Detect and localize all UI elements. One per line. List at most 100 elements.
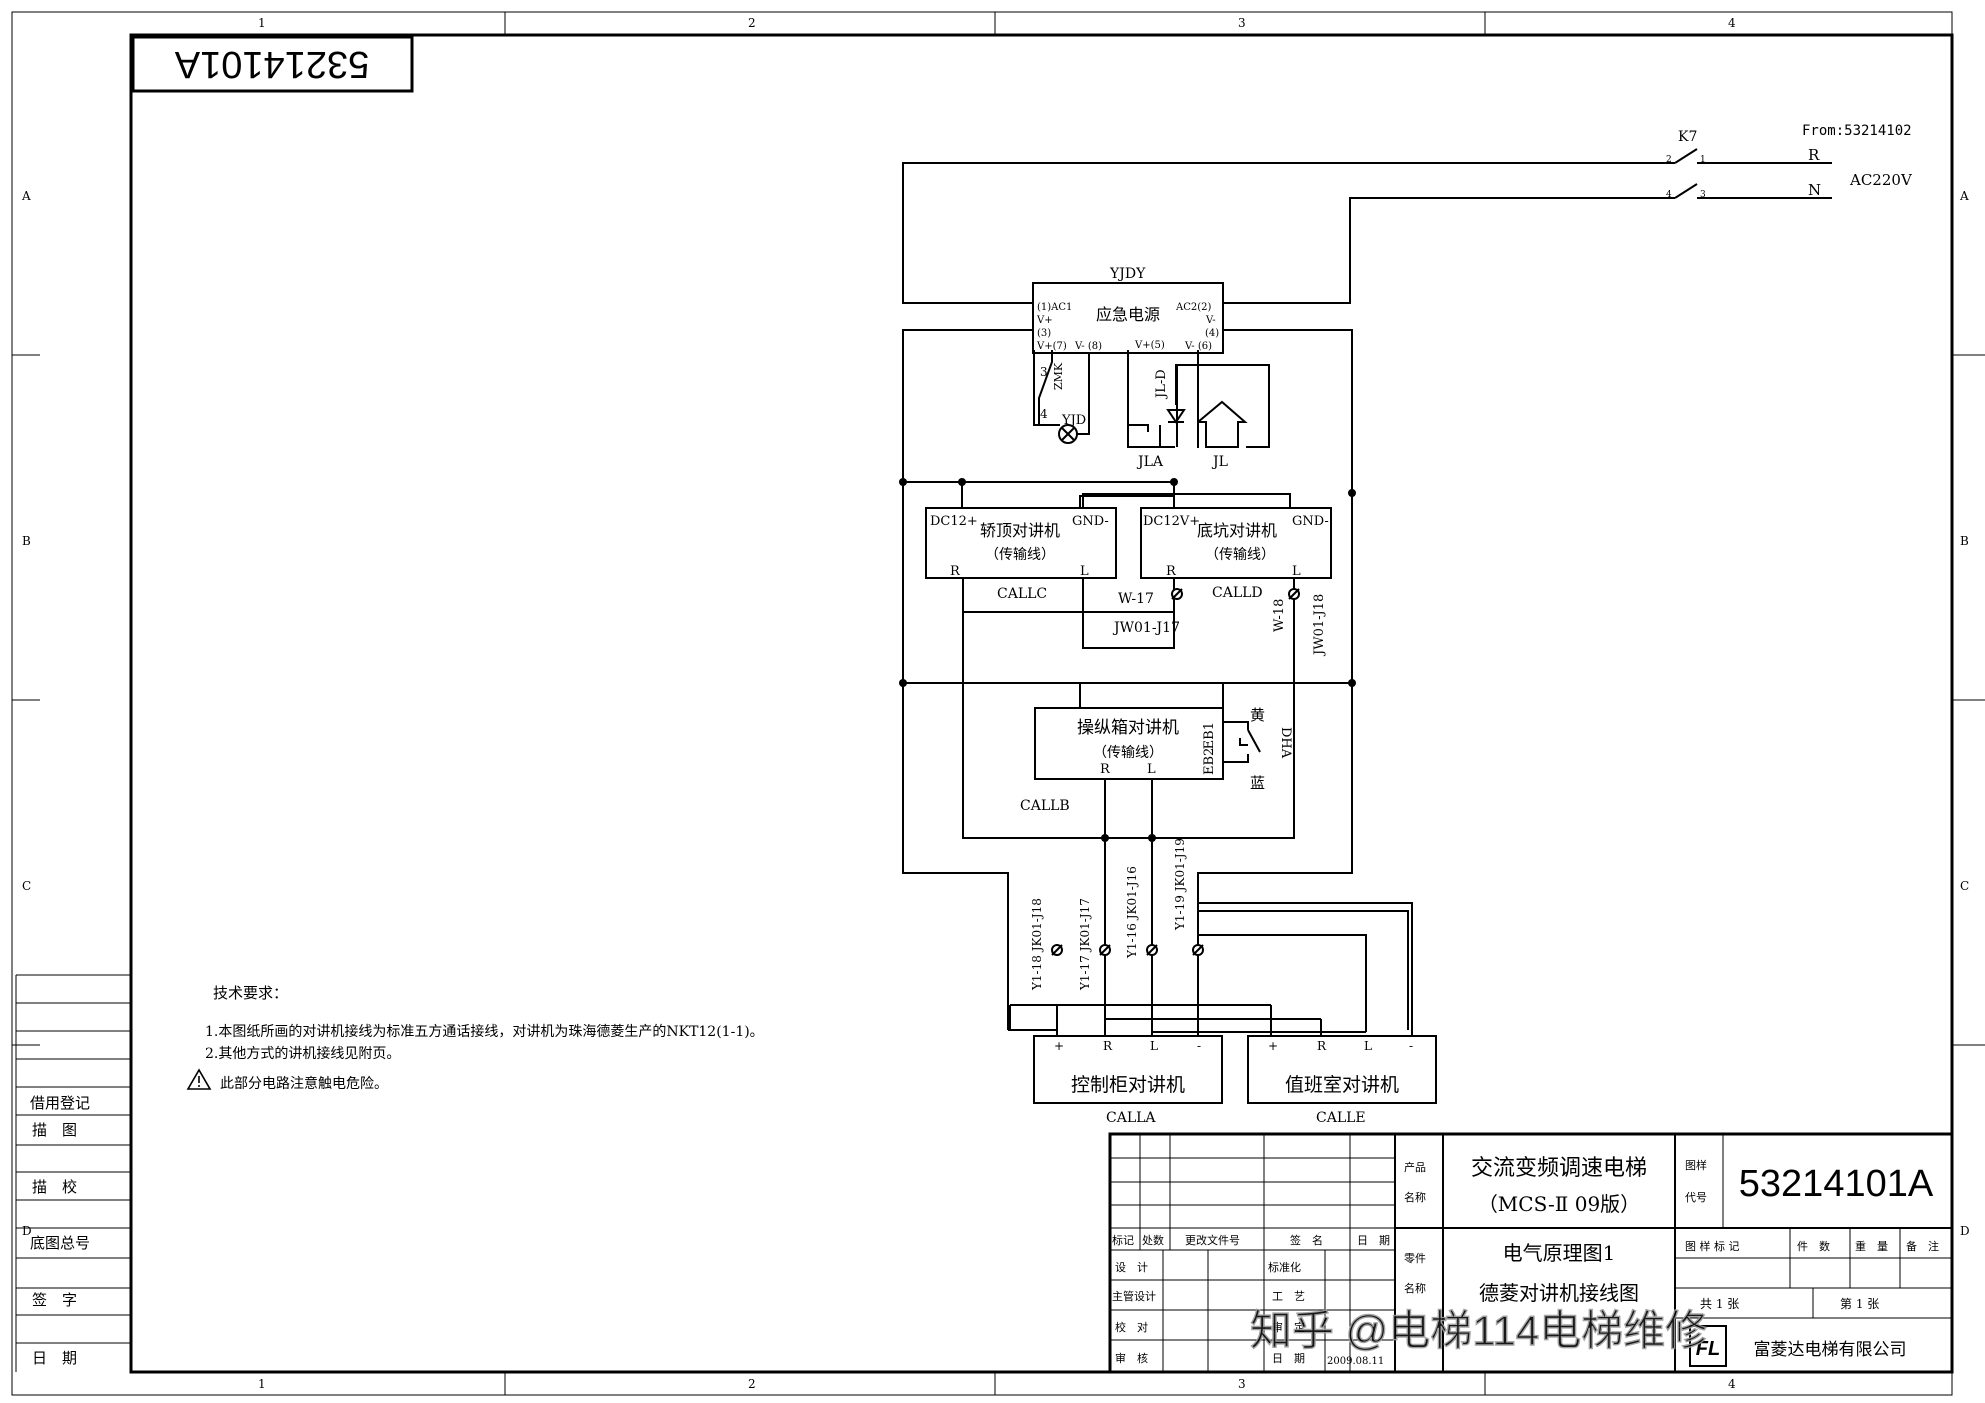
pin-vminus: V- xyxy=(1205,315,1216,326)
line-r-label: R xyxy=(1808,146,1820,164)
zone-col-2-bottom: 2 xyxy=(748,1377,756,1391)
drawing-title-1: 电气原理图1 xyxy=(1503,1241,1616,1265)
cop-eb2: EB2 xyxy=(1202,748,1217,775)
tag-jw17: JW01-J17 xyxy=(1112,620,1180,636)
car-top-gnd: GND- xyxy=(1072,514,1109,529)
flipped-drawing-number: 53214101A xyxy=(131,35,414,93)
rev-header-doc: 更改文件号 xyxy=(1185,1233,1240,1247)
control-cabinet-name: 控制柜对讲机 xyxy=(1071,1074,1185,1096)
warning-triangle-icon xyxy=(186,1068,212,1090)
strip-trace: 描 图 xyxy=(32,1121,77,1139)
k7-pin-3: 3 xyxy=(1700,190,1706,200)
sheet-header-weight: 重 量 xyxy=(1855,1239,1888,1253)
cc-pin-l: L xyxy=(1150,1039,1158,1053)
k7-pin-4: 4 xyxy=(1666,190,1672,200)
product-label: 产品 xyxy=(1404,1160,1426,1174)
zone-row-a-right: A xyxy=(1959,189,1969,203)
left-record-strip: 借用登记 描 图 描 校 底图总号 签 字 日 期 xyxy=(15,974,131,1372)
terminal-label-3: Y1-16 JK01-J16 xyxy=(1125,866,1139,959)
yjd-label: YJD xyxy=(1061,413,1086,428)
drawing-code: 53214101A xyxy=(1739,1163,1934,1205)
terminal-label-2: Y1-17 JK01-J17 xyxy=(1078,898,1092,991)
pit-sub: （传输线） xyxy=(1205,547,1275,563)
zone-col-2: 2 xyxy=(748,16,756,30)
zone-col-4-bottom: 4 xyxy=(1728,1377,1736,1391)
cop-yellow: 黄 xyxy=(1250,706,1265,724)
product-version: （MCS-Ⅱ 09版） xyxy=(1478,1192,1640,1216)
cc-pin-minus: - xyxy=(1197,1039,1201,1053)
zone-col-3: 3 xyxy=(1238,16,1246,30)
pin-ac2: AC2(2) xyxy=(1175,302,1211,313)
cop-intercom: 操纵箱对讲机 （传输线） R L EB1 EB2 黄 蓝 DHA CALLB xyxy=(1020,706,1293,814)
drawing-title-2: 德菱对讲机接线图 xyxy=(1479,1281,1639,1305)
cop-sub: （传输线） xyxy=(1093,745,1163,761)
part-label: 零件 xyxy=(1404,1252,1426,1265)
zone-labels: 1 2 3 4 1 2 3 4 A B C D A B C D xyxy=(21,16,1970,1391)
car-top-sub: （传输线） xyxy=(985,547,1055,563)
zmk-pin-3: 3 xyxy=(1040,365,1048,379)
product-name: 交流变频调速电梯 xyxy=(1471,1156,1647,1181)
technical-notes: 技术要求： 1.本图纸所画的对讲机接线为标准五方通话接线，对讲机为珠海德菱生产的… xyxy=(186,984,764,1092)
car-top-intercom: DC12+ 轿顶对讲机 GND- （传输线） R L CALLC xyxy=(925,507,1117,602)
pit-l: L xyxy=(1292,564,1301,579)
duty-room-call: CALLE xyxy=(1316,1110,1366,1126)
jl-label: JL xyxy=(1211,454,1228,470)
pit-r: R xyxy=(1166,564,1177,579)
rev-header-mark: 标记 xyxy=(1112,1233,1134,1247)
car-top-dc: DC12+ xyxy=(930,514,978,529)
rev-header-sign: 签 名 xyxy=(1290,1233,1323,1247)
strip-borrow: 借用登记 xyxy=(30,1094,90,1112)
product-name-label: 名称 xyxy=(1404,1190,1426,1204)
title-block: 产品 名称 交流变频调速电梯 （MCS-Ⅱ 09版） 图样 代号 5321410… xyxy=(1108,1132,1954,1374)
zone-row-b: B xyxy=(22,534,31,548)
voltage-label: AC220V xyxy=(1849,171,1913,189)
watermark: 知乎 @电梯114电梯维修 xyxy=(1250,1307,1707,1354)
tag-w18: W-18 xyxy=(1272,599,1287,632)
cop-blue: 蓝 xyxy=(1250,774,1265,792)
emergency-light-and-alarm: 3 4 ZMK YJD JL-D JLA JL xyxy=(1038,350,1248,470)
sheet-number: 第 1 张 xyxy=(1840,1297,1879,1311)
control-cabinet-call: CALLA xyxy=(1106,1110,1156,1126)
duty-room-intercom: + R L - 值班室对讲机 CALLE xyxy=(1247,1035,1437,1126)
sheet-header-mark: 图 样 标 记 xyxy=(1685,1239,1740,1253)
drawing-code-label-1: 图样 xyxy=(1685,1158,1707,1172)
zone-col-4: 4 xyxy=(1728,16,1736,30)
pin-vm6: V- (6) xyxy=(1184,341,1212,352)
jla-label: JLA xyxy=(1136,454,1164,470)
approve-label: 审 定 xyxy=(1272,1320,1305,1334)
drawing-code-label-2: 代号 xyxy=(1685,1191,1707,1204)
sheet-header-note: 备 注 xyxy=(1906,1239,1939,1253)
date-label: 日 期 xyxy=(1272,1352,1305,1365)
jld-label: JL-D xyxy=(1154,369,1169,400)
from-reference: From:53214102 xyxy=(1802,123,1912,139)
dr-pin-r: R xyxy=(1317,1039,1327,1053)
power-supply-ref: YJDY xyxy=(1109,266,1146,282)
sign-row-chief: 主管设计 xyxy=(1112,1289,1156,1303)
cop-name: 操纵箱对讲机 xyxy=(1077,718,1179,738)
pin-vm8: V- (8) xyxy=(1074,341,1102,352)
cop-call: CALLB xyxy=(1020,798,1070,814)
emergency-power-supply: YJDY 应急电源 (1)AC1 V+ (3) V+(7) V- (8) V+(… xyxy=(1032,266,1224,354)
zone-row-c-right: C xyxy=(1960,879,1969,893)
notes-title: 技术要求： xyxy=(213,984,288,1002)
strip-base-number: 底图总号 xyxy=(30,1234,90,1252)
line-n-label: N xyxy=(1808,181,1821,199)
cop-r: R xyxy=(1100,762,1111,777)
terminal-label-4: Y1-19 JK01-J19 xyxy=(1173,838,1187,931)
rev-header-date: 日 期 xyxy=(1357,1234,1390,1247)
k7-pin-2: 2 xyxy=(1666,155,1672,165)
pin-vp7: V+(7) xyxy=(1036,341,1067,352)
pit-intercom: DC12V+ 底坑对讲机 GND- （传输线） R L CALLD xyxy=(1140,507,1332,601)
pin-ac1: (1)AC1 xyxy=(1037,302,1072,313)
company-logo: FL xyxy=(1689,1325,1727,1367)
zone-col-3-bottom: 3 xyxy=(1238,1377,1246,1391)
zone-row-b-right: B xyxy=(1960,534,1969,548)
drawing-date: 2009.08.11 xyxy=(1327,1356,1384,1367)
notes-item-1: 1.本图纸所画的对讲机接线为标准五方通话接线，对讲机为珠海德菱生产的NKT12(… xyxy=(205,1023,764,1040)
pit-name: 底坑对讲机 xyxy=(1197,521,1277,540)
rev-header-count: 处数 xyxy=(1142,1234,1164,1247)
dr-pin-plus: + xyxy=(1268,1039,1278,1053)
sheet-count: 共 1 张 xyxy=(1700,1297,1739,1311)
notes-warning: 此部分电路注意触电危险。 xyxy=(220,1075,388,1092)
